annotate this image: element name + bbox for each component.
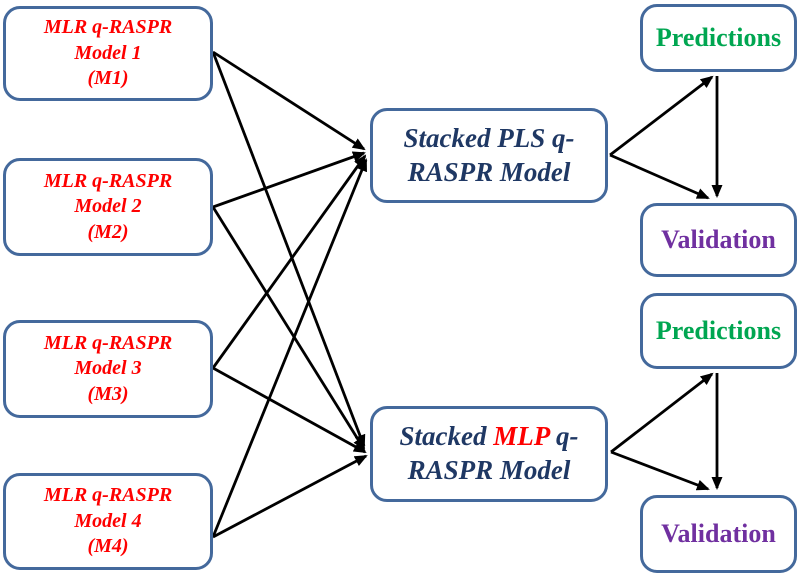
stacked-pls-box: Stacked PLS q- RASPR Model xyxy=(370,108,608,203)
mlr-model-1-line1: MLR q-RASPR xyxy=(43,16,173,39)
validation-upper-label: Validation xyxy=(661,224,776,254)
mlr-model-4-box: MLR q-RASPR Model 4 (M4) xyxy=(3,473,213,570)
arrow-m1-to-mlp xyxy=(211,51,366,448)
stacked-pls-line1: Stacked PLS q- xyxy=(403,122,575,153)
stacked-mlp-box: Stacked MLP q- RASPR Model xyxy=(370,406,608,502)
mlr-model-2-line3: (M2) xyxy=(87,220,129,243)
mlr-model-3-line2: Model 3 xyxy=(74,357,142,380)
stacked-pls-line2: RASPR Model xyxy=(407,156,571,187)
arrow-pls-to-validation xyxy=(609,153,710,200)
validation-upper-box: Validation xyxy=(640,203,797,277)
validation-lower-label: Validation xyxy=(661,518,776,548)
mlr-model-3-line1: MLR q-RASPR xyxy=(43,331,173,354)
mlr-model-4-line3: (M4) xyxy=(87,535,129,558)
predictions-upper-label: Predictions xyxy=(655,22,782,52)
predictions-upper-box: Predictions xyxy=(640,4,797,72)
arrow-m1-to-pls xyxy=(212,50,366,151)
arrow-mlp-to-validation xyxy=(610,450,710,491)
arrow-m2-to-pls xyxy=(212,151,366,209)
arrow-m2-to-mlp xyxy=(211,206,366,451)
stacked-mlp-suffix: q- xyxy=(549,421,579,452)
arrow-mlp-to-predictions xyxy=(610,372,714,454)
mlr-model-1-line2: Model 1 xyxy=(74,41,142,64)
predictions-lower-box: Predictions xyxy=(640,293,797,369)
arrow-m3-to-mlp xyxy=(212,366,367,454)
stacked-mlp-highlight: MLP xyxy=(493,421,550,452)
mlr-model-1-box: MLR q-RASPR Model 1 (M1) xyxy=(3,6,213,101)
arrow-m4-to-mlp xyxy=(212,454,368,539)
mlr-model-2-line2: Model 2 xyxy=(74,195,142,218)
stacked-mlp-line1: Stacked MLP q- xyxy=(400,420,579,454)
mlr-model-1-line3: (M1) xyxy=(87,67,129,90)
arrow-m4-to-pls xyxy=(211,158,368,538)
mlr-model-4-line2: Model 4 xyxy=(74,509,142,532)
mlr-model-3-box: MLR q-RASPR Model 3 (M3) xyxy=(3,320,213,418)
stacked-mlp-line2: RASPR Model xyxy=(407,455,571,485)
mlr-model-2-box: MLR q-RASPR Model 2 (M2) xyxy=(3,158,213,256)
mlr-model-2-line1: MLR q-RASPR xyxy=(43,169,173,192)
mlr-model-3-line3: (M3) xyxy=(87,382,129,405)
arrow-m3-to-pls xyxy=(211,154,367,369)
stacked-mlp-prefix: Stacked xyxy=(399,421,494,452)
predictions-lower-label: Predictions xyxy=(655,315,782,345)
validation-lower-box: Validation xyxy=(640,495,797,573)
mlr-model-4-line1: MLR q-RASPR xyxy=(43,484,173,507)
arrow-pls-to-predictions xyxy=(609,75,714,157)
